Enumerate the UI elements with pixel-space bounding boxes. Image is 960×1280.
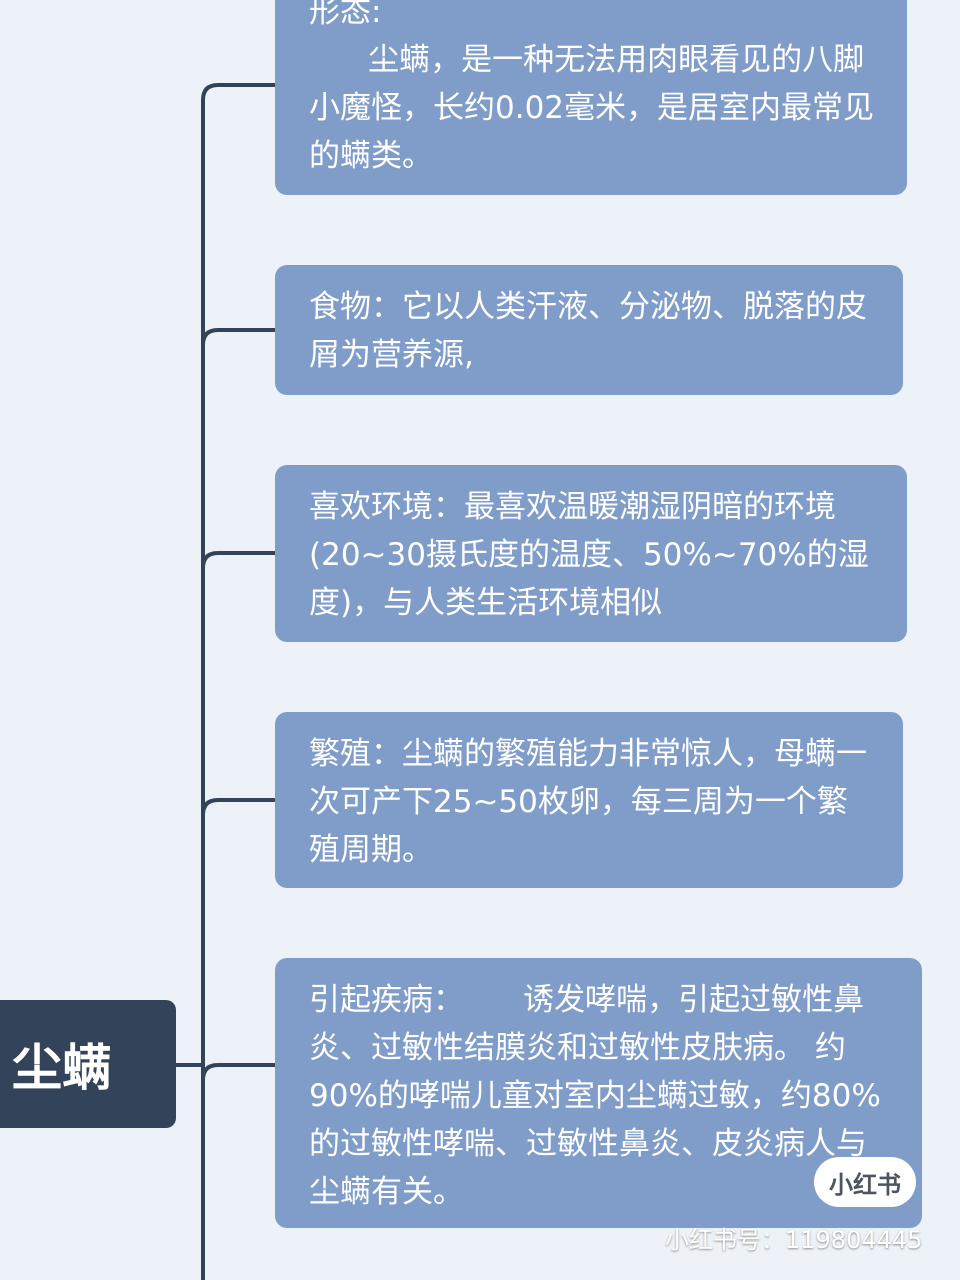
- node-food[interactable]: 食物：它以人类汗液、分泌物、脱落的皮屑为营养源,: [275, 265, 903, 395]
- xiaohongshu-logo: 小红书: [814, 1157, 916, 1207]
- node-environment[interactable]: 喜欢环境：最喜欢温暖潮湿阴暗的环境(20~30摄氏度的温度、50%~70%的湿度…: [275, 465, 907, 642]
- branch-4: [201, 798, 275, 816]
- node-morphology[interactable]: 形态: 尘螨，是一种无法用肉眼看见的八脚小魔怪，长约0.02毫米，是居室内最常见…: [275, 0, 907, 195]
- branch-1: [201, 83, 275, 101]
- branch-2: [201, 328, 275, 346]
- node-reproduction[interactable]: 繁殖：尘螨的繁殖能力非常惊人，母螨一次可产下25~50枚卵，每三周为一个繁殖周期…: [275, 712, 903, 888]
- account-watermark: 小红书号：119804445: [665, 1226, 923, 1254]
- branch-5: [201, 1063, 275, 1081]
- branch-3: [201, 551, 275, 569]
- root-node[interactable]: 尘螨: [0, 1000, 176, 1128]
